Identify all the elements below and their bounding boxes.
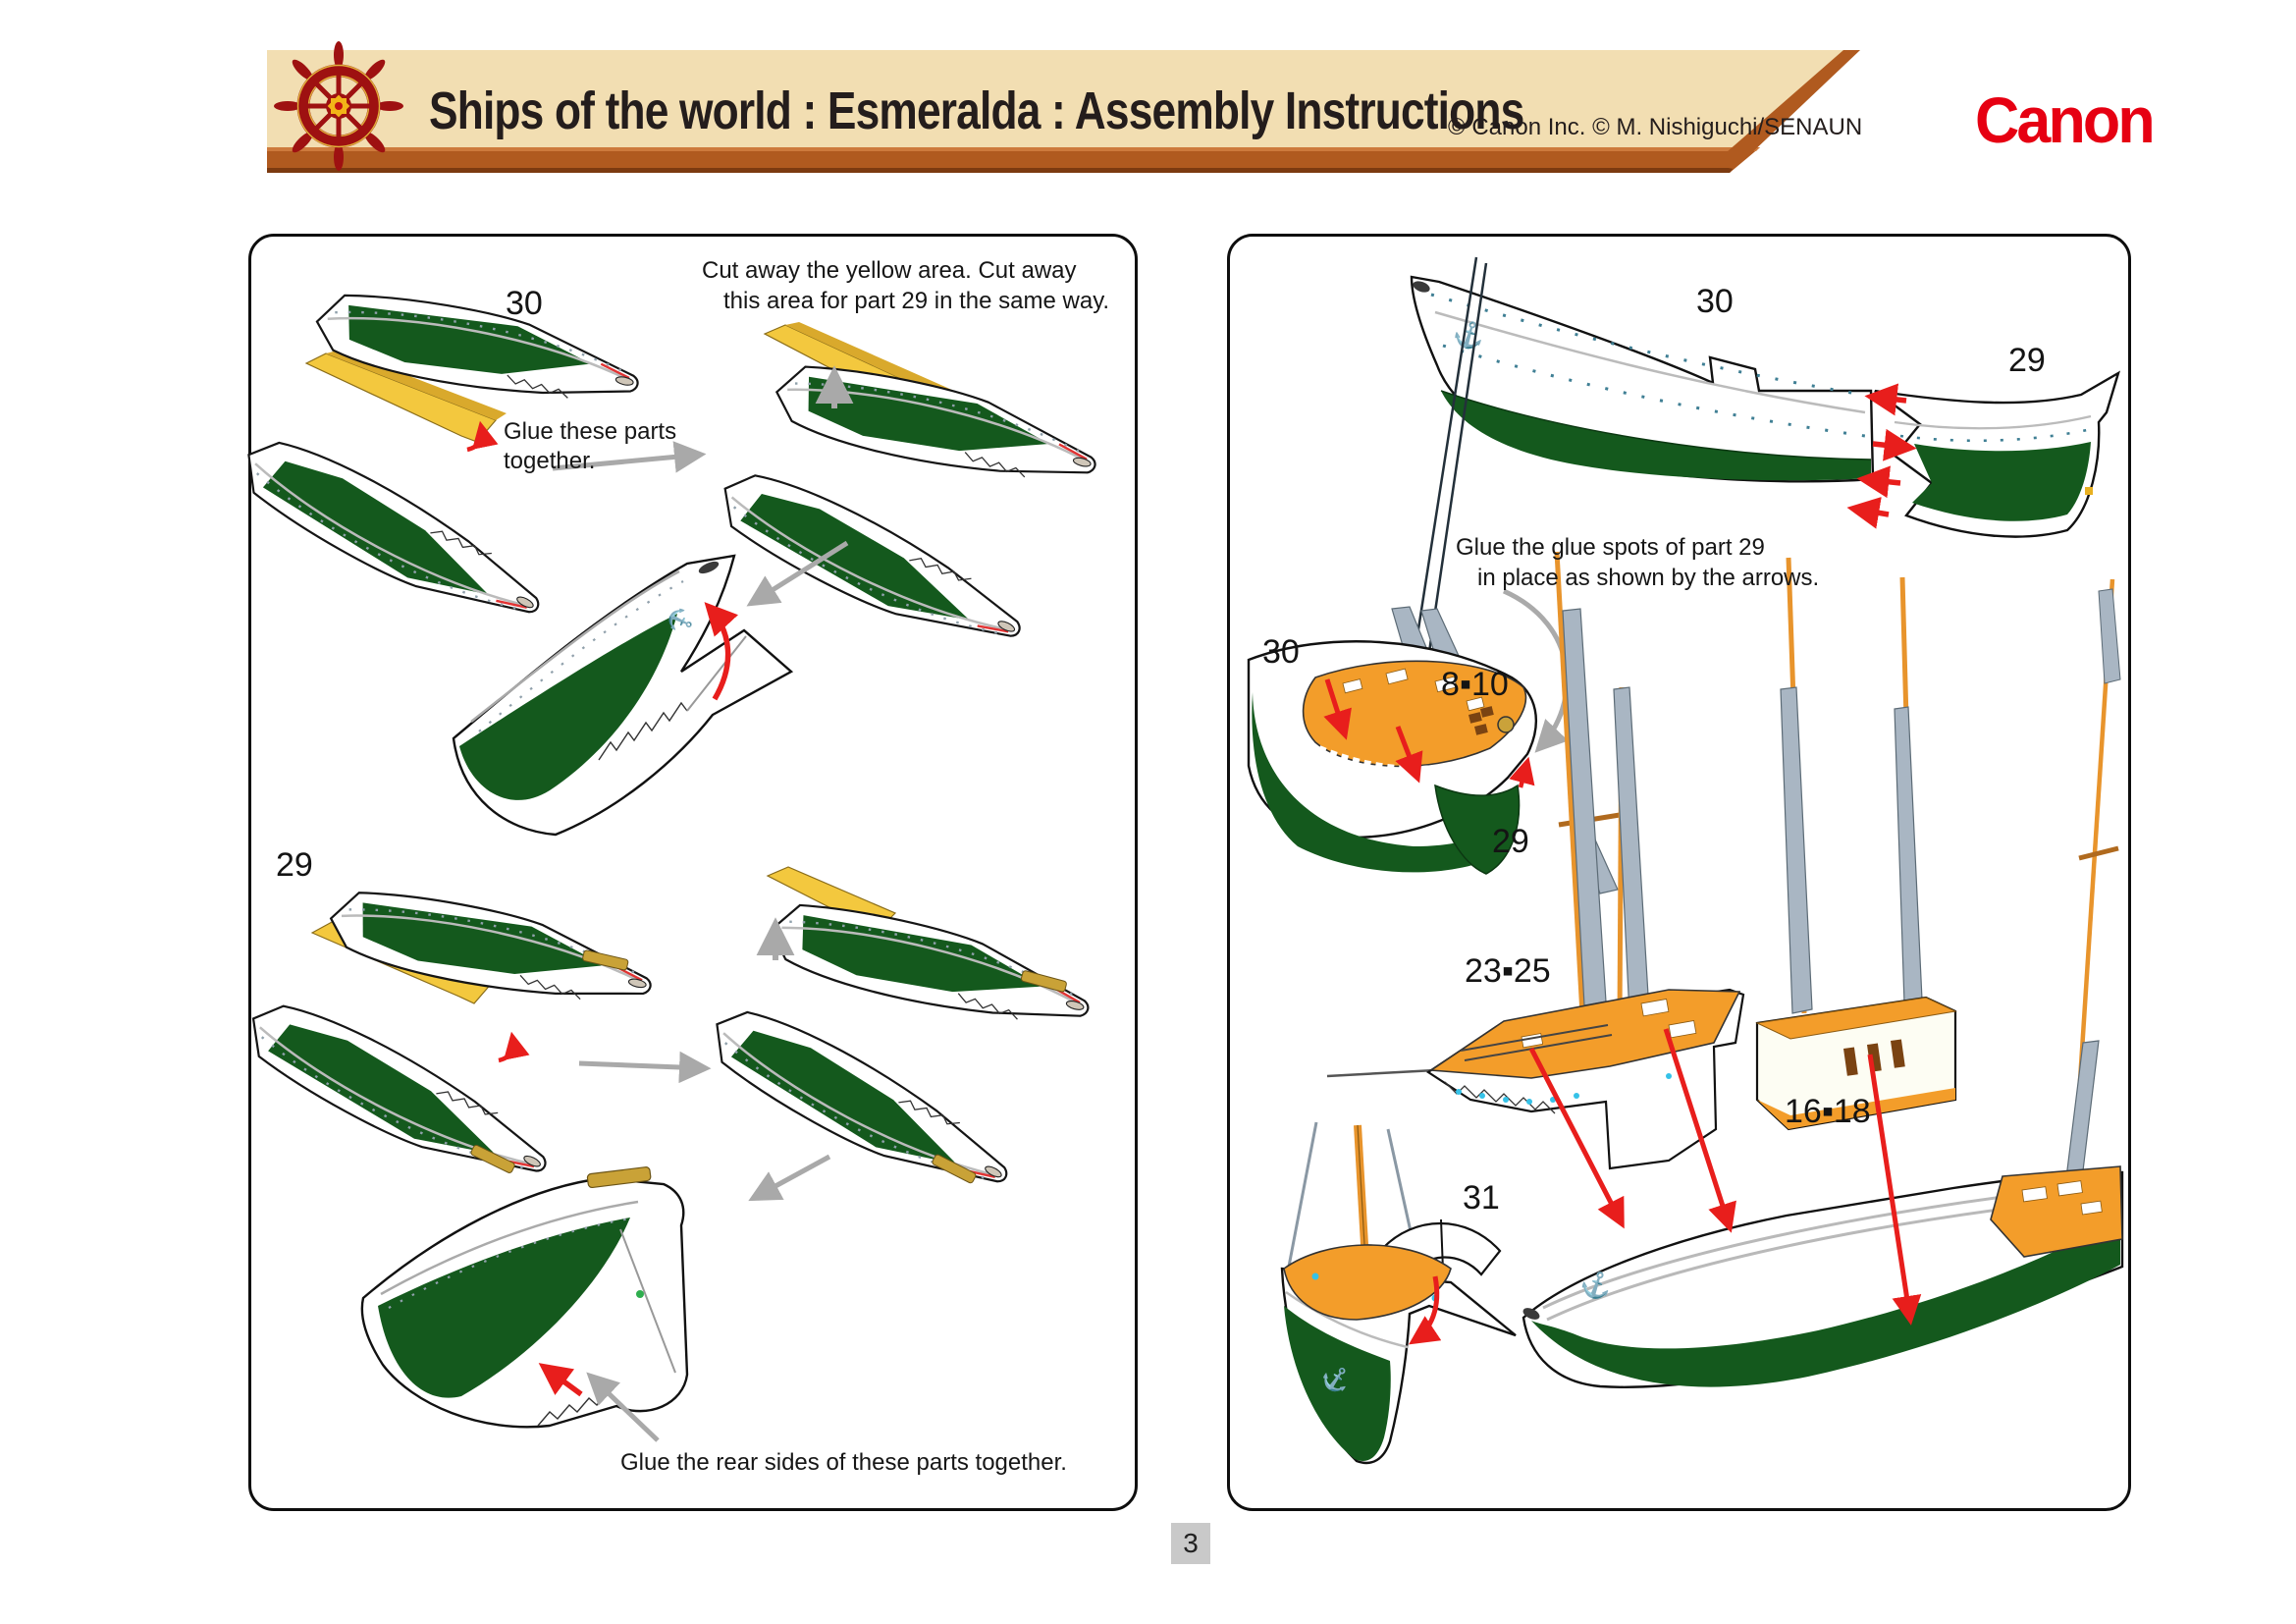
page-title: Ships of the world : Esmeralda : Assembl…	[429, 81, 1524, 140]
label-part-29-mid: 29	[1492, 823, 1529, 860]
deckhouse-base	[1757, 1088, 1955, 1129]
hull-half-lower	[697, 995, 1023, 1212]
note-cut-away-line2: this area for part 29 in the same way.	[723, 288, 1110, 314]
boat-hull-green	[1252, 692, 1510, 873]
part29-halves-step2	[697, 866, 1098, 1212]
red-glue-arrow	[538, 1363, 583, 1397]
ratline-top	[2098, 588, 2121, 684]
banner-wood-highlight	[267, 147, 1760, 151]
part30-halves-step1	[229, 277, 647, 642]
bow-deck	[1283, 1244, 1452, 1321]
ratline-shroud	[1780, 686, 1813, 1014]
banner-wood-bar	[267, 147, 1760, 173]
boat-deck-8-10	[1247, 256, 1537, 875]
label-part-16-18: 16▪18	[1785, 1093, 1871, 1130]
mast	[1414, 256, 1478, 649]
hull-green-bottom	[1531, 1218, 2120, 1387]
part29-folded	[360, 1166, 689, 1429]
note-glue-spots-line1: Glue the glue spots of part 29	[1456, 534, 1765, 561]
hull29-stern-section	[1874, 370, 2121, 538]
bow-hull-green	[1284, 1306, 1391, 1461]
label-part-31: 31	[1463, 1179, 1500, 1217]
hull-half-upper	[763, 888, 1098, 1047]
label-part-8-10: 8▪10	[1441, 666, 1509, 703]
gray-step-arrow	[578, 1051, 712, 1084]
red-glue-arrow	[1395, 726, 1423, 784]
note-glue-spots-line2: in place as shown by the arrows.	[1477, 565, 1820, 591]
header-banner-art	[267, 41, 1860, 173]
hull30-bow-section: ⚓	[1410, 275, 1875, 483]
red-joint-arrows	[1846, 383, 1917, 529]
mast	[1554, 551, 1585, 1016]
stern-quarter-29	[1434, 784, 1521, 875]
hull-half-lower	[707, 459, 1036, 667]
part30-folded: ⚓	[452, 554, 794, 837]
hull-half-upper	[324, 876, 660, 1024]
deckhouse-roof	[1755, 997, 1957, 1040]
rigging-line	[1286, 1121, 1318, 1272]
part29-halves-step1	[235, 876, 660, 1201]
deckhouse-16-18	[1755, 557, 1957, 1131]
hull-half-upper	[308, 277, 647, 424]
red-fold-arrow	[704, 602, 739, 701]
yellow-strip-edge	[326, 350, 507, 420]
red-glue-arrow	[1509, 756, 1535, 788]
label-part-30-top: 30	[1696, 283, 1734, 320]
canon-logo: Canon	[1975, 83, 2156, 156]
banner-background	[267, 50, 1860, 169]
label-part-23-25: 23▪25	[1465, 952, 1551, 990]
gray-step-arrow	[552, 441, 707, 473]
bow-assembly-31: ⚓	[1280, 1121, 1517, 1465]
label-part-30: 30	[506, 285, 543, 322]
deck-23-25	[1326, 551, 1745, 1170]
hull-half-upper	[767, 348, 1106, 505]
note-glue-parts-line2: together.	[504, 448, 596, 474]
yellow-strip-edge	[785, 322, 954, 399]
banner-wood-shadow	[267, 168, 1734, 173]
copyright-text: © Canon Inc. © M. Nishiguchi/SENAUN	[1448, 114, 1863, 140]
gray-pointer-line	[586, 1372, 660, 1442]
red-fold-arrow	[1409, 1275, 1442, 1345]
stern-deck	[1990, 1165, 2123, 1258]
note-cut-away-line1: Cut away the yellow area. Cut away	[702, 257, 1077, 284]
gray-step-arrow	[746, 540, 849, 607]
assembled-hull: ⚓	[1522, 578, 2124, 1388]
red-fold-arrow	[498, 1031, 530, 1063]
ship-wheel-icon	[274, 41, 403, 171]
gray-step-arrow	[748, 1154, 831, 1202]
banner-diagonal-edge	[1712, 50, 1860, 169]
red-fold-arrow	[466, 420, 499, 453]
mast	[1427, 262, 1488, 653]
hull-half-lower	[235, 989, 561, 1201]
label-part-29-top: 29	[2008, 342, 2046, 379]
note-glue-parts-line1: Glue these parts	[504, 418, 677, 445]
note-rear-sides: Glue the rear sides of these parts toget…	[620, 1449, 1067, 1476]
part30-halves-step2	[707, 322, 1106, 667]
ratline-shroud	[1894, 706, 1923, 1004]
page-number: 3	[1171, 1523, 1210, 1564]
label-part-30-mid: 30	[1262, 633, 1300, 671]
red-placement-arrows	[1528, 1028, 1922, 1326]
red-glue-arrow	[1323, 678, 1352, 740]
label-part-29: 29	[276, 846, 313, 884]
bowsprit	[1326, 1068, 1436, 1078]
